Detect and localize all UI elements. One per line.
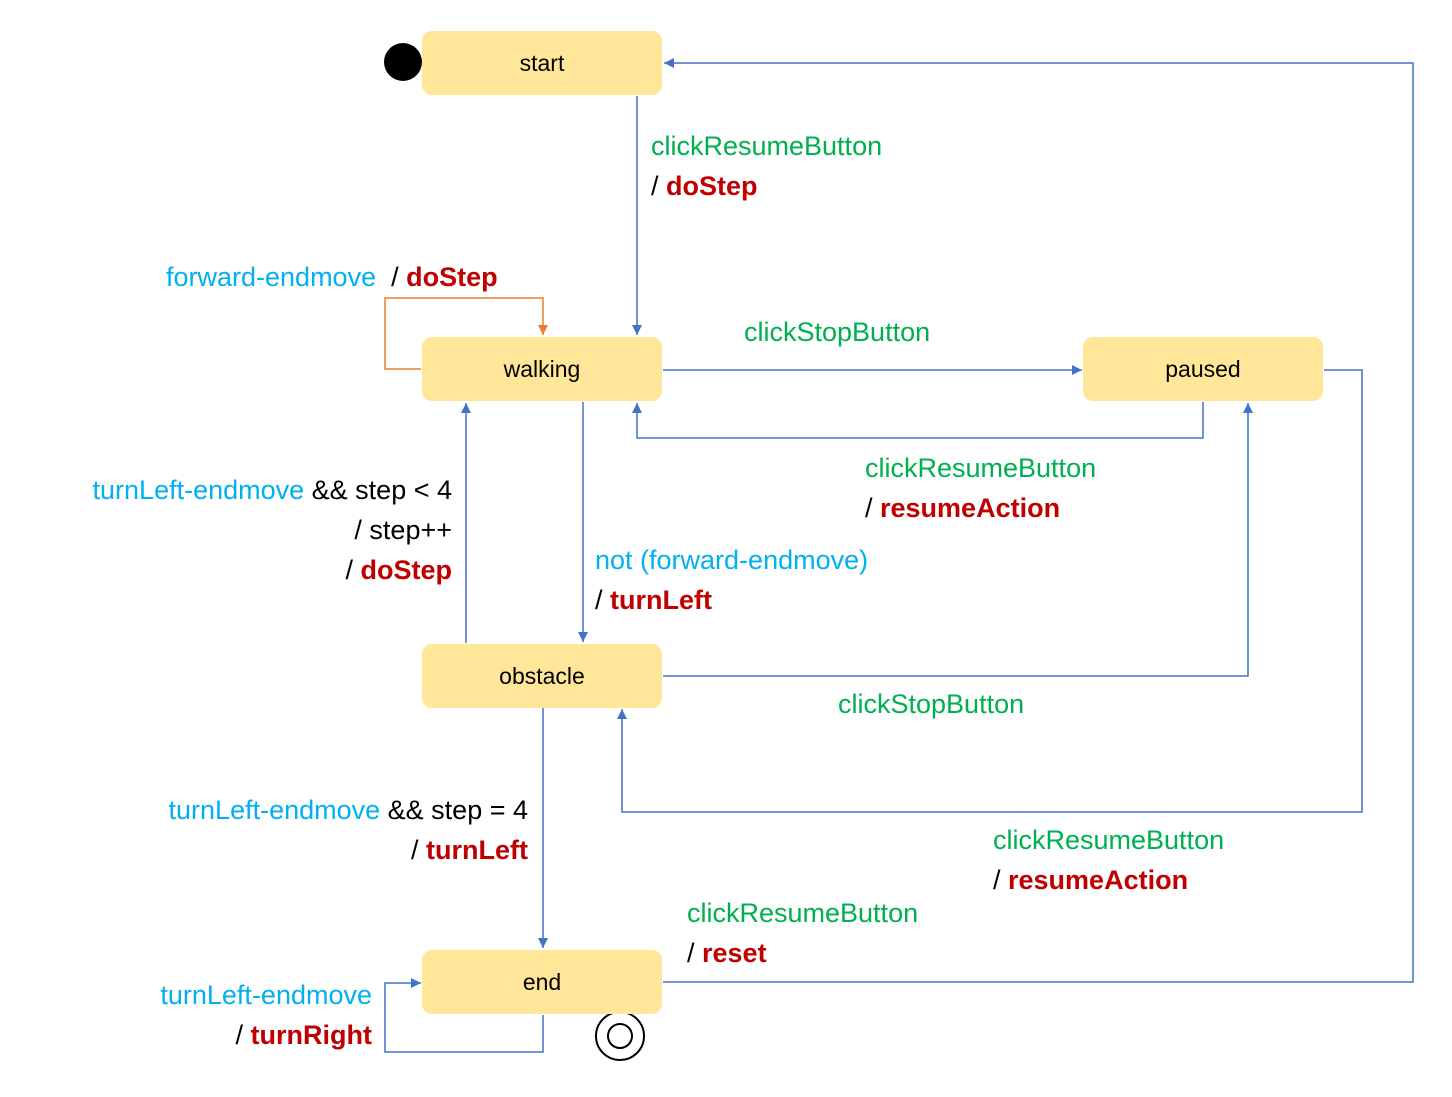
action-text: turnLeft [610,585,712,615]
state-obstacle-label: obstacle [499,662,585,689]
edge-walking-self [384,297,548,370]
edge-end-self [384,978,544,1053]
action-text: doStep [666,171,758,201]
edge-end-start [663,58,1414,983]
state-obstacle: obstacle [422,644,662,708]
event-text: clickResumeButton [865,453,1097,483]
slash-text: / [376,262,407,292]
event-text: clickResumeButton [993,825,1225,855]
event-text: clickResumeButton [687,898,919,928]
slash-text: / [865,493,881,523]
slash-text: / [993,865,1009,895]
action-text: doStep [360,555,453,585]
edge-paused-obstacle [617,369,1363,813]
event-text: not (forward-endmove) [595,545,869,575]
label-walking-obstacle: not (forward-endmove) / turnLeft [595,540,868,620]
slash-text: / [235,1020,251,1050]
edge-obstacle-paused [663,403,1253,677]
final-state-marker [595,1011,645,1061]
action-text: resumeAction [880,493,1061,523]
label-end-start: clickResumeButton / reset [687,893,918,973]
event-text: turnLeft-endmove [160,980,372,1010]
state-start: start [422,31,662,95]
event-text: clickStopButton [744,317,931,347]
label-end-self: turnLeft-endmove / turnRight [160,975,372,1055]
guard-text: && step < 4 [304,475,452,505]
state-paused-label: paused [1165,355,1241,382]
state-end: end [422,950,662,1014]
label-obstacle-walking: turnLeft-endmove && step < 4 / step++ / … [93,470,452,590]
event-text: turnLeft-endmove [168,795,381,825]
action-text: reset [702,938,767,968]
event-text: forward-endmove [166,262,377,292]
action-text: turnRight [250,1020,372,1050]
state-paused: paused [1083,337,1323,401]
state-walking-label: walking [503,355,581,382]
state-start-label: start [519,49,565,76]
label-start-walking: clickResumeButton / doStep [651,126,882,206]
slash-text: / [345,555,361,585]
label-walking-self: forward-endmove / doStep [166,257,498,297]
label-paused-obstacle: clickResumeButton / resumeAction [993,820,1224,900]
label-walking-paused: clickStopButton [744,312,930,352]
action-text: turnLeft [426,835,528,865]
state-end-label: end [522,968,562,995]
slash-text: / [595,585,611,615]
slash-text: / [651,171,667,201]
slash-text: / [411,835,427,865]
slash-text: / [687,938,703,968]
label-obstacle-end: turnLeft-endmove && step = 4 / turnLeft [169,790,528,870]
guard-text: && step = 4 [380,795,528,825]
action-text: resumeAction [1008,865,1189,895]
state-walking: walking [422,337,662,401]
edge-paused-walking [632,402,1204,439]
label-paused-walking: clickResumeButton / resumeAction [865,448,1096,528]
event-text: turnLeft-endmove [92,475,305,505]
update-text: / step++ [354,515,452,545]
label-obstacle-paused: clickStopButton [838,684,1024,724]
action-text: doStep [406,262,498,292]
event-text: clickResumeButton [651,131,883,161]
event-text: clickStopButton [838,689,1025,719]
initial-state-dot [384,43,422,81]
